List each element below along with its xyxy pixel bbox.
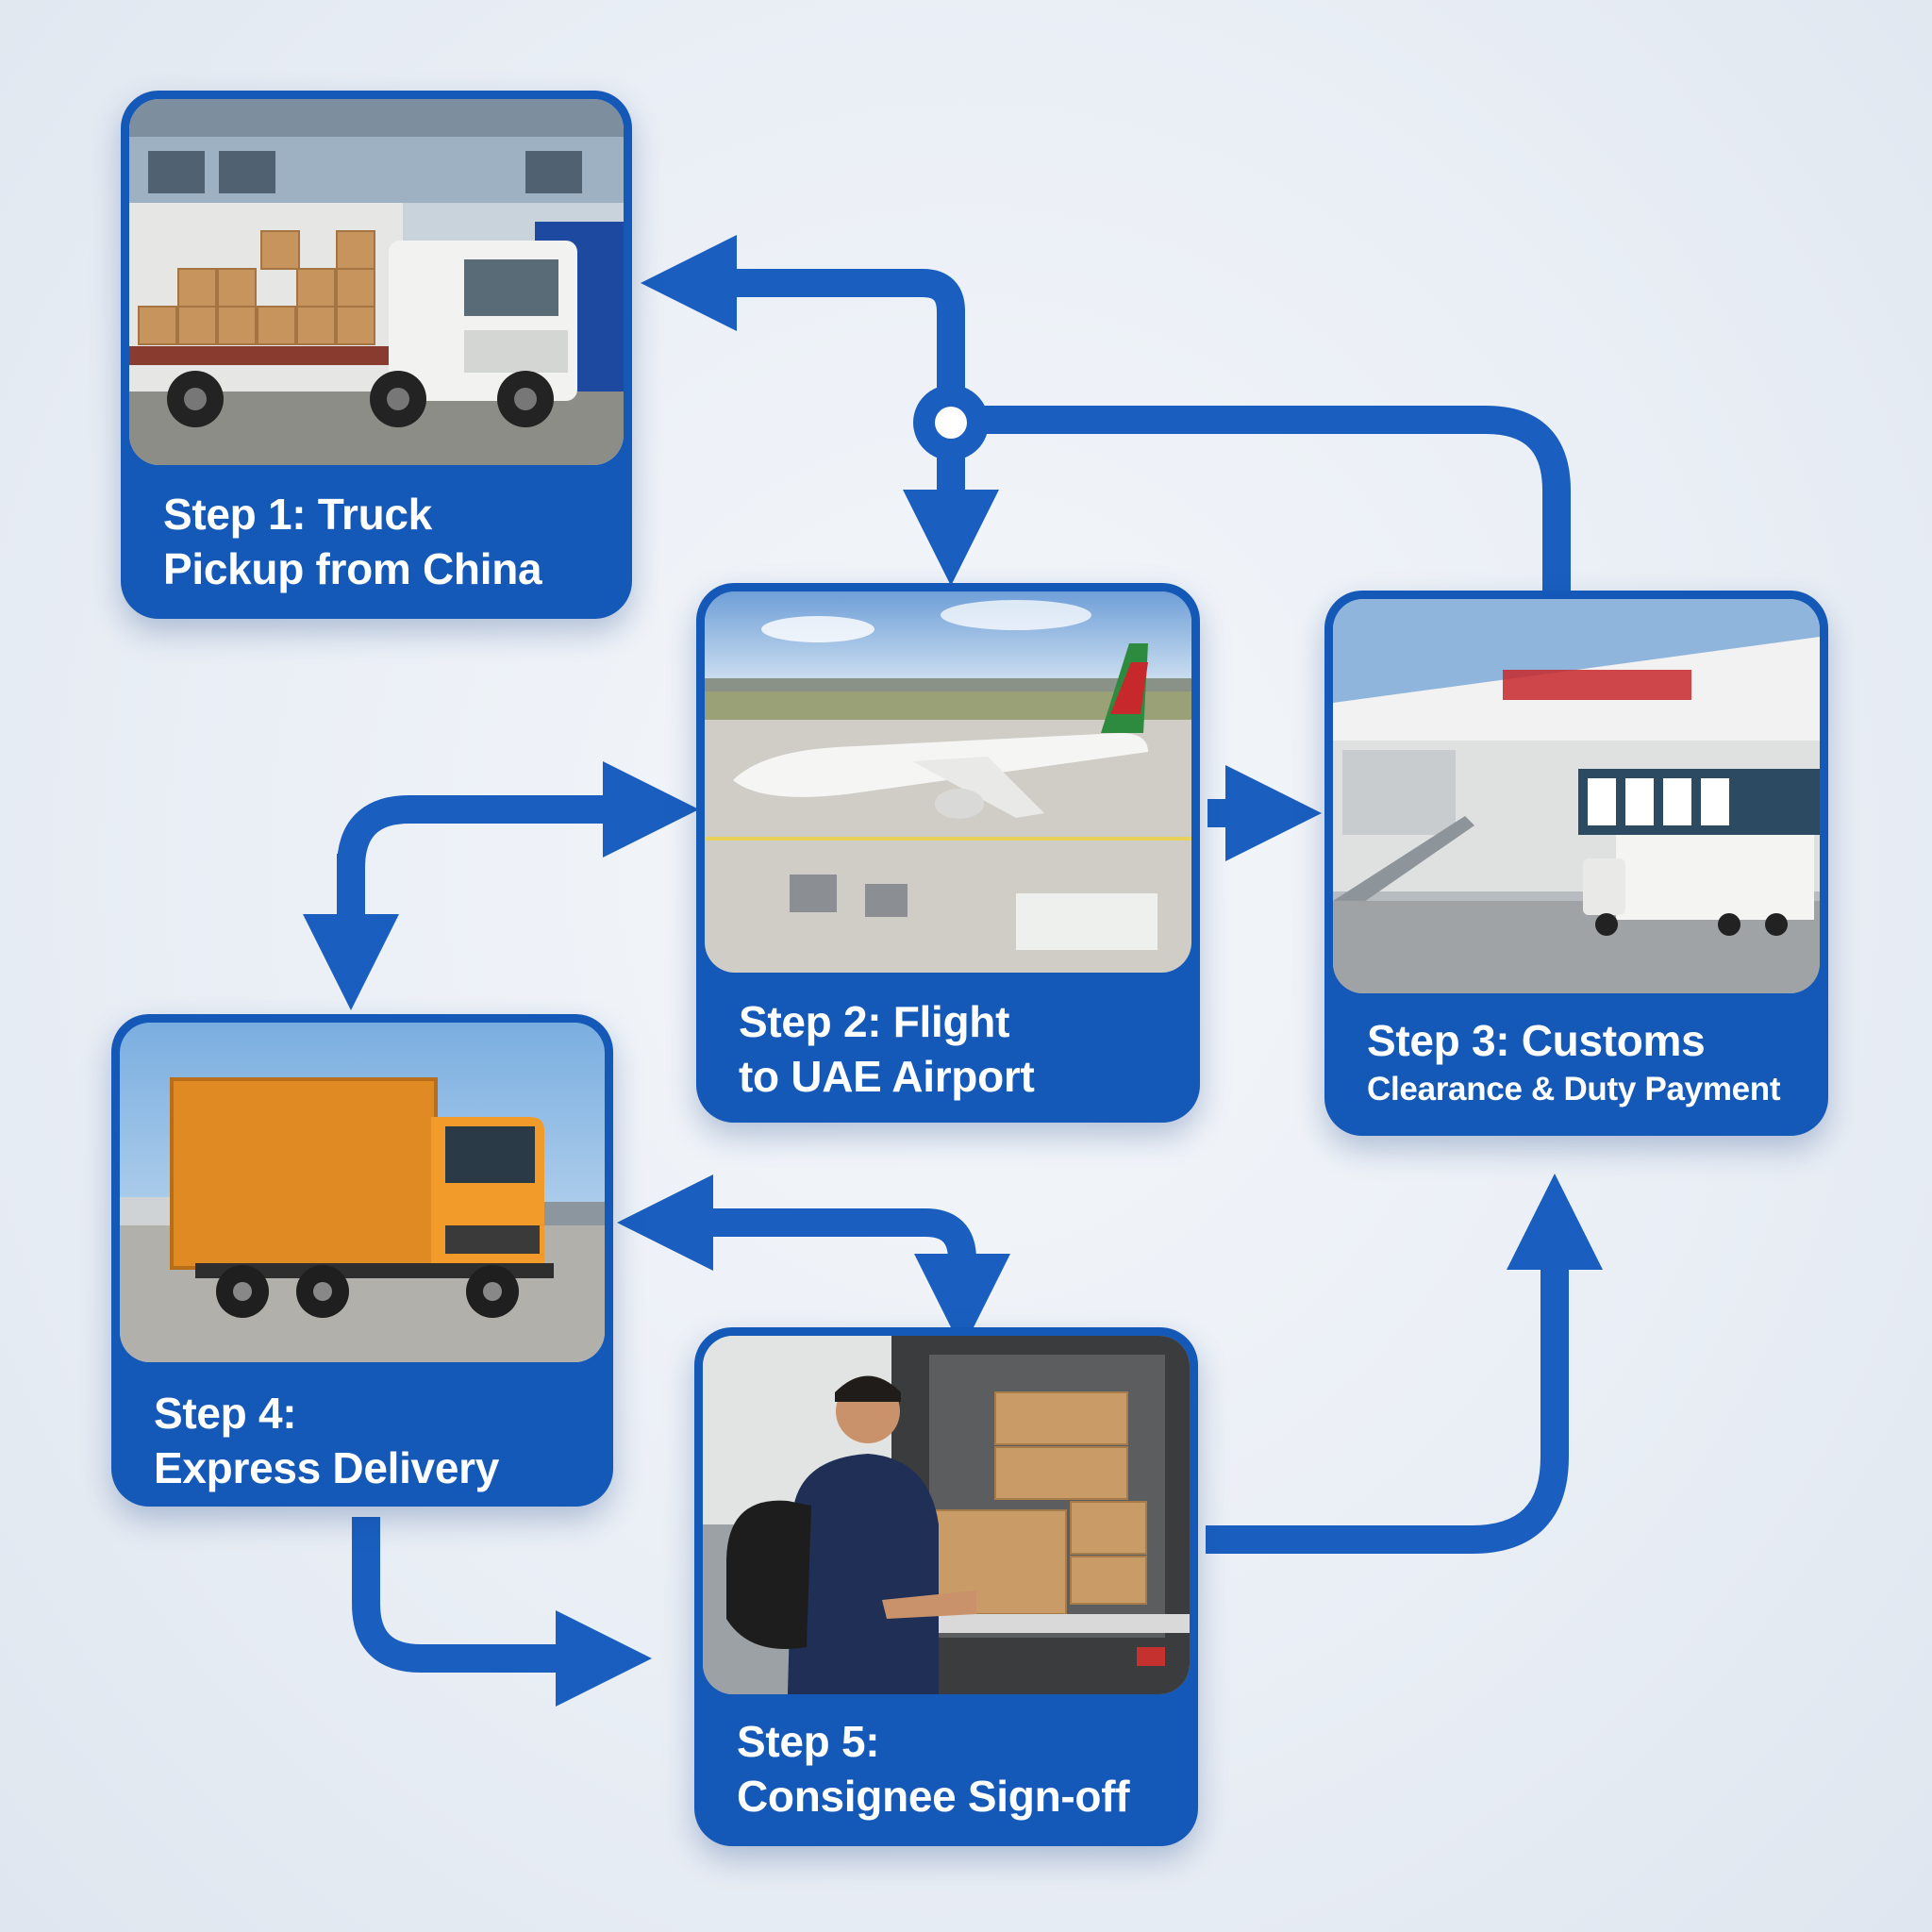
arrow-step5-to-step3	[1206, 1173, 1604, 1554]
step-1-card: Step 1: Truck Pickup from China	[121, 91, 632, 619]
step-2-title: Step 2: Flight	[739, 997, 1010, 1046]
step-5-subtitle: Consignee Sign-off	[737, 1771, 1130, 1821]
step-5-caption: Step 5: Consignee Sign-off	[703, 1694, 1190, 1824]
customs-terminal-photo	[1333, 599, 1820, 993]
step-5-title: Step 5:	[737, 1717, 880, 1766]
step-3-title: Step 3: Customs	[1367, 1016, 1706, 1065]
step-2-subtitle: to UAE Airport	[739, 1051, 1035, 1101]
step-1-title: Step 1: Truck	[163, 490, 432, 539]
arrow-to-step2-left	[337, 760, 700, 943]
step-5-card: Step 5: Consignee Sign-off	[694, 1327, 1198, 1846]
step-4-title: Step 4:	[154, 1389, 297, 1438]
flight-photo	[705, 591, 1191, 973]
step-2-card: Step 2: Flight to UAE Airport	[696, 583, 1200, 1123]
step-4-card: Step 4: Express Delivery	[111, 1014, 613, 1507]
arrow-to-step4-right	[616, 1174, 976, 1292]
arrow-to-step1	[640, 234, 965, 396]
step-2-caption: Step 2: Flight to UAE Airport	[705, 973, 1191, 1104]
step-3-caption: Step 3: Customs Clearance & Duty Payment	[1333, 993, 1820, 1109]
step-1-caption: Step 1: Truck Pickup from China	[129, 465, 624, 596]
step-4-subtitle: Express Delivery	[154, 1442, 500, 1492]
arrow-step4-to-step5	[352, 1517, 653, 1707]
step-3-subtitle: Clearance & Duty Payment	[1367, 1070, 1781, 1108]
express-delivery-photo	[120, 1023, 605, 1362]
step-3-card: Step 3: Customs Clearance & Duty Payment	[1324, 591, 1828, 1136]
arrow-step3-to-hub	[981, 406, 1571, 592]
consignee-sign-off-photo	[703, 1336, 1190, 1694]
hub-node-icon	[913, 385, 989, 460]
step-1-subtitle: Pickup from China	[163, 543, 542, 593]
step-4-caption: Step 4: Express Delivery	[120, 1362, 605, 1495]
truck-pickup-photo	[129, 99, 624, 465]
